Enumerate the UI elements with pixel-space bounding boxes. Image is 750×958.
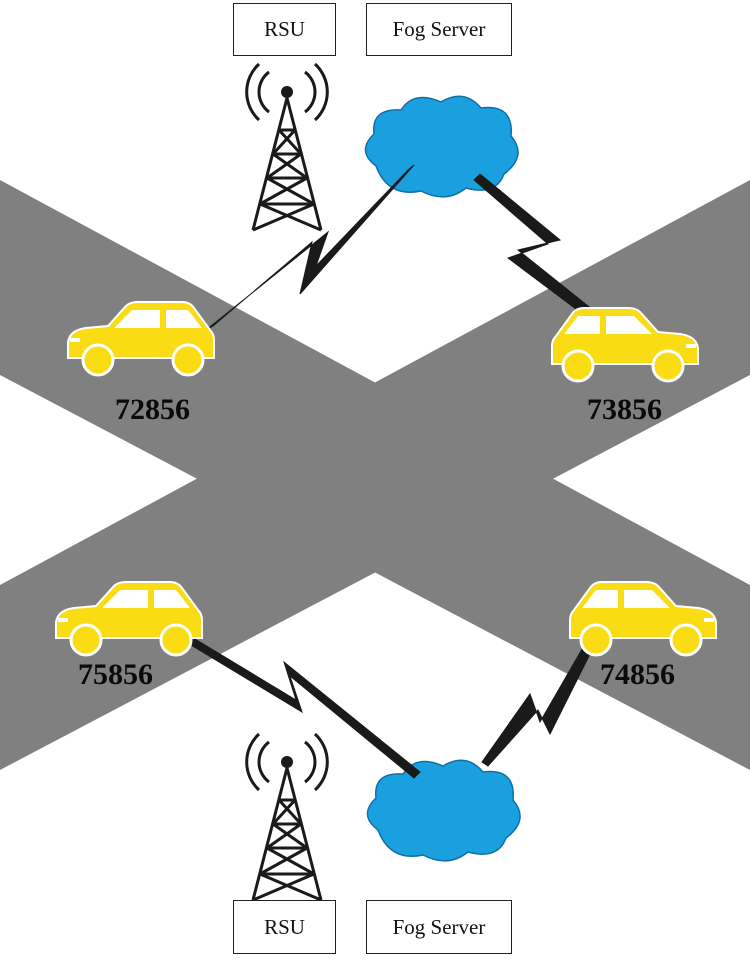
car-id-top-left: 72856: [115, 393, 190, 426]
car-id-bottom-right: 74856: [600, 658, 675, 691]
rsu-tower-icon: [245, 732, 329, 902]
wireless-links: [175, 164, 629, 779]
fog-server-label-bottom: Fog Server: [366, 900, 512, 954]
rsu-tower-icon: [245, 62, 329, 232]
fog-cloud-icon: [364, 95, 519, 198]
car-id-top-right: 73856: [587, 393, 662, 426]
car-id-bottom-left: 75856: [78, 658, 153, 691]
rsu-label-top: RSU: [233, 3, 336, 56]
rsu-label-bottom: RSU: [233, 900, 336, 954]
fog-server-label-top: Fog Server: [366, 3, 512, 56]
wireless-link-bolt: [175, 629, 421, 779]
fog-cloud-icon: [366, 759, 521, 862]
wireless-link-bolt: [205, 164, 415, 331]
